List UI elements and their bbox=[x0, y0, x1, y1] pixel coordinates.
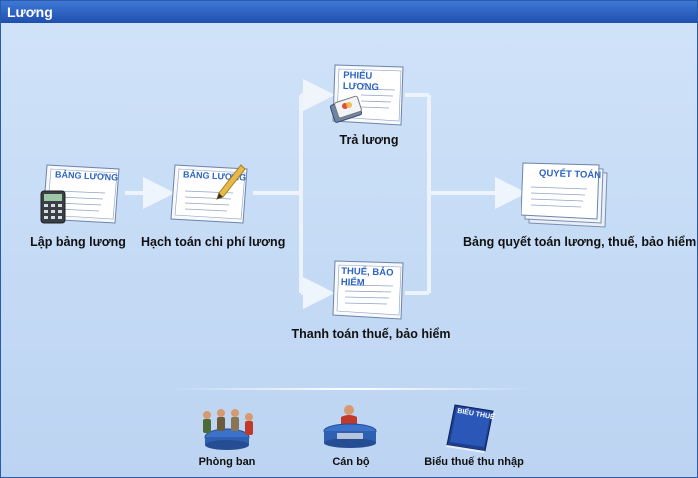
bieu-thue-label[interactable]: Biểu thuế thu nhập bbox=[424, 456, 524, 468]
workflow-canvas: BẢNG LƯƠNG Lập bảng lương bbox=[1, 23, 697, 477]
tra-luong-label[interactable]: Trả lương bbox=[339, 133, 399, 147]
card-icon bbox=[329, 95, 363, 123]
lap-bang-luong-doc[interactable]: BẢNG LƯƠNG bbox=[40, 163, 123, 230]
lap-bang-luong-label[interactable]: Lập bảng lương bbox=[30, 235, 126, 249]
quyet-toan-doc[interactable]: QUYẾT TOÁN bbox=[520, 161, 613, 234]
tax-book-icon bbox=[446, 404, 494, 453]
flow-connectors bbox=[125, 79, 527, 309]
calculator-icon bbox=[40, 190, 66, 224]
phong-ban-button[interactable] bbox=[191, 405, 263, 456]
settlement-stack-icon bbox=[520, 162, 608, 228]
thanh-toan-doc[interactable]: THUẾ, BẢO HIỂM bbox=[331, 259, 407, 326]
meeting-icon bbox=[203, 409, 253, 450]
bieu-thue-button[interactable]: BIỂU THUẾ bbox=[443, 401, 499, 458]
hach-toan-doc[interactable]: BẢNG LƯƠNG bbox=[169, 163, 251, 230]
thanh-toan-label[interactable]: Thanh toán thuế, bảo hiểm bbox=[291, 327, 451, 341]
staff-desk-icon bbox=[323, 405, 377, 448]
tax-insurance-sheet-icon bbox=[332, 260, 404, 320]
quyet-toan-doc-title: QUYẾT TOÁN bbox=[538, 167, 602, 182]
quyet-toan-label[interactable]: Bảng quyết toán lương, thuế, bảo hiểm bbox=[463, 235, 697, 249]
window-title: Lương bbox=[1, 1, 697, 23]
tra-luong-doc[interactable]: PHIẾU LƯƠNG bbox=[329, 63, 407, 132]
hach-toan-label[interactable]: Hạch toán chi phí lương bbox=[141, 235, 286, 249]
can-bo-label[interactable]: Cán bộ bbox=[332, 456, 370, 468]
phong-ban-label[interactable]: Phòng ban bbox=[198, 456, 256, 468]
can-bo-button[interactable] bbox=[319, 403, 381, 456]
pencil-icon bbox=[216, 164, 246, 200]
divider bbox=[171, 388, 531, 390]
thanh-toan-doc-title: THUẾ, BẢO HIỂM bbox=[340, 265, 394, 289]
